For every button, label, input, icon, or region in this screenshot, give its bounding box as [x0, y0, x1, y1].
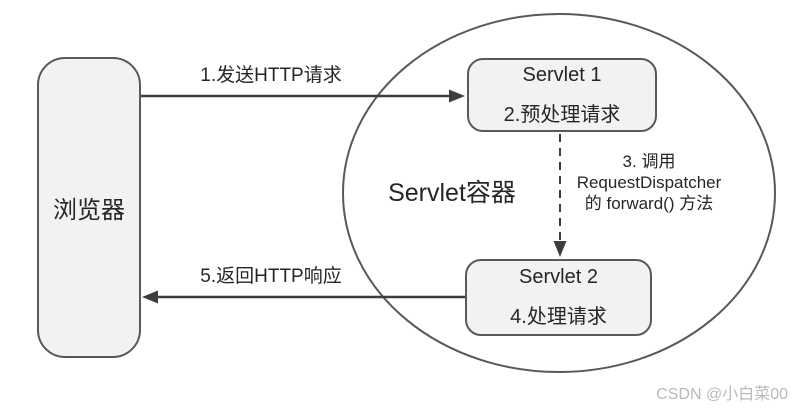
- forward-label-line2: RequestDispatcher: [576, 173, 722, 192]
- watermark: CSDN @小白菜00: [656, 386, 788, 403]
- response-arrowhead-icon: [142, 290, 158, 304]
- servlet-container-label: Servlet容器: [388, 179, 516, 207]
- servlet1-title: Servlet 1: [522, 63, 602, 86]
- response-arrow-label: 5.返回HTTP响应: [200, 266, 342, 287]
- request-arrow-label: 1.发送HTTP请求: [200, 65, 342, 86]
- forward-arrowhead-icon: [553, 241, 567, 257]
- servlet2-node: Servlet 2 4.处理请求: [465, 259, 652, 336]
- forward-label-line1: 3. 调用: [622, 152, 676, 171]
- forward-label-line3: 的 forward() 方法: [584, 194, 714, 213]
- servlet2-title: Servlet 2: [519, 266, 598, 288]
- request-arrowhead-icon: [449, 89, 465, 103]
- servlet-container-ellipse: [342, 13, 776, 373]
- servlet2-step-label: 4.处理请求: [510, 306, 607, 328]
- browser-label: 浏览器: [53, 197, 125, 224]
- servlet1-step-label: 2.预处理请求: [503, 103, 621, 126]
- browser-node: 浏览器: [37, 57, 141, 358]
- forward-arrow-label: 3. 调用 RequestDispatcher 的 forward() 方法: [548, 151, 750, 214]
- servlet1-node: Servlet 1 2.预处理请求: [467, 58, 657, 132]
